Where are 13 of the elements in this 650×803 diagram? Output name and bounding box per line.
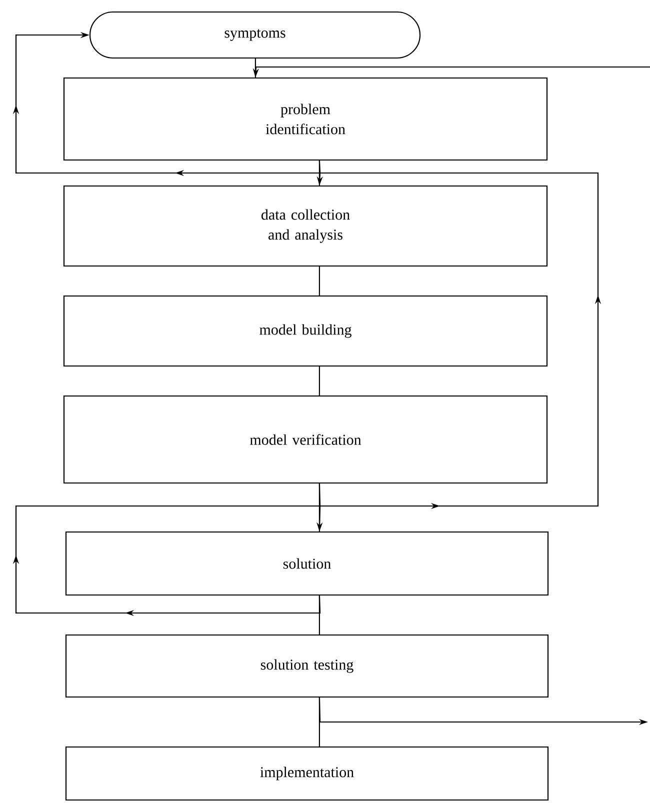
process-box: problem identification <box>63 77 548 161</box>
process-box: data collection and analysis <box>63 185 548 267</box>
arrow <box>12 32 321 176</box>
process-box: implementation <box>65 746 549 801</box>
terminal-box: symptoms <box>89 11 421 59</box>
process-box: model building <box>63 295 548 367</box>
arrow <box>12 505 323 616</box>
connector-line <box>318 266 320 296</box>
connector-line <box>254 58 256 78</box>
process-box: solution testing <box>65 634 549 698</box>
process-box: model verification <box>63 395 548 484</box>
connector-line <box>318 366 320 396</box>
process-box: solution <box>65 531 549 596</box>
